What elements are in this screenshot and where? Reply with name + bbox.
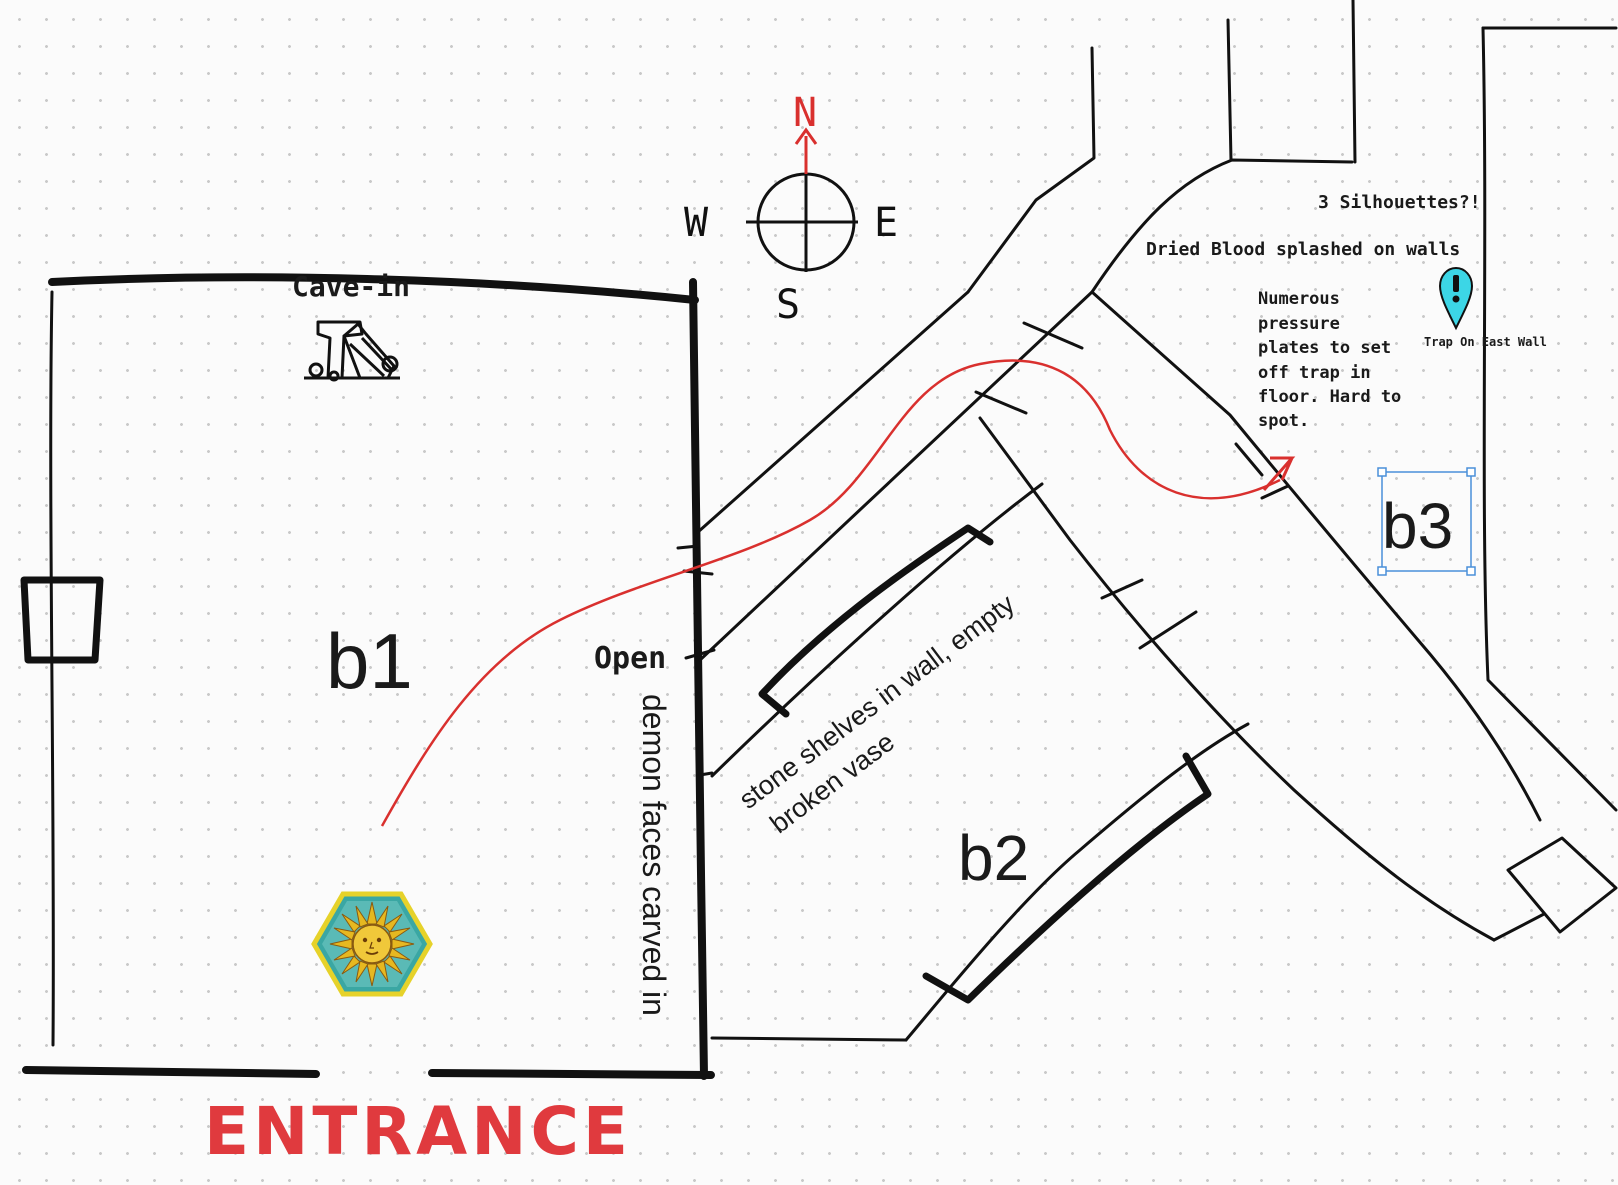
- pressure-plates-note: Numerous pressure plates to set off trap…: [1258, 289, 1401, 431]
- room-label-b3[interactable]: b3: [1382, 490, 1453, 562]
- demon-faces-label: demon faces carved in: [636, 694, 672, 1016]
- corridors: [696, 0, 1618, 1042]
- pressure-note-line: plates to set: [1258, 338, 1391, 358]
- pressure-note-line: off trap in: [1258, 363, 1371, 383]
- b3-selection-box[interactable]: [1377, 467, 1476, 576]
- map-pin-exclamation-icon[interactable]: [1438, 266, 1474, 331]
- pressure-note-line: floor. Hard to: [1258, 387, 1401, 407]
- corridor-door-marks: [974, 321, 1290, 650]
- pressure-note-line: Numerous: [1258, 289, 1340, 309]
- rubble-icon: [304, 320, 400, 382]
- compass-west-label: W: [684, 200, 709, 246]
- route-path: [380, 359, 1296, 827]
- room-b1-walls: [20, 273, 715, 1080]
- sun-face-token-icon[interactable]: [311, 891, 433, 997]
- room-label-b2: b2: [958, 822, 1029, 894]
- open-label: Open: [594, 641, 666, 676]
- trap-note: Trap On East Wall: [1424, 335, 1547, 349]
- compass-south-label: S: [776, 282, 800, 328]
- cave-in-label: Cave-in: [292, 270, 410, 303]
- compass-rose: N W E S: [684, 90, 898, 328]
- b2-stone-shelves: [758, 524, 1212, 1004]
- pressure-note-line: spot.: [1258, 411, 1309, 431]
- pressure-note-line: pressure: [1258, 314, 1340, 334]
- compass-east-label: E: [874, 200, 898, 246]
- dried-blood-note: Dried Blood splashed on walls: [1146, 239, 1460, 260]
- silhouettes-note: 3 Silhouettes?!: [1318, 192, 1481, 213]
- entrance-label: ENTRANCE: [204, 1093, 632, 1170]
- room-label-b1: b1: [326, 617, 413, 705]
- compass-north-label: N: [793, 90, 817, 136]
